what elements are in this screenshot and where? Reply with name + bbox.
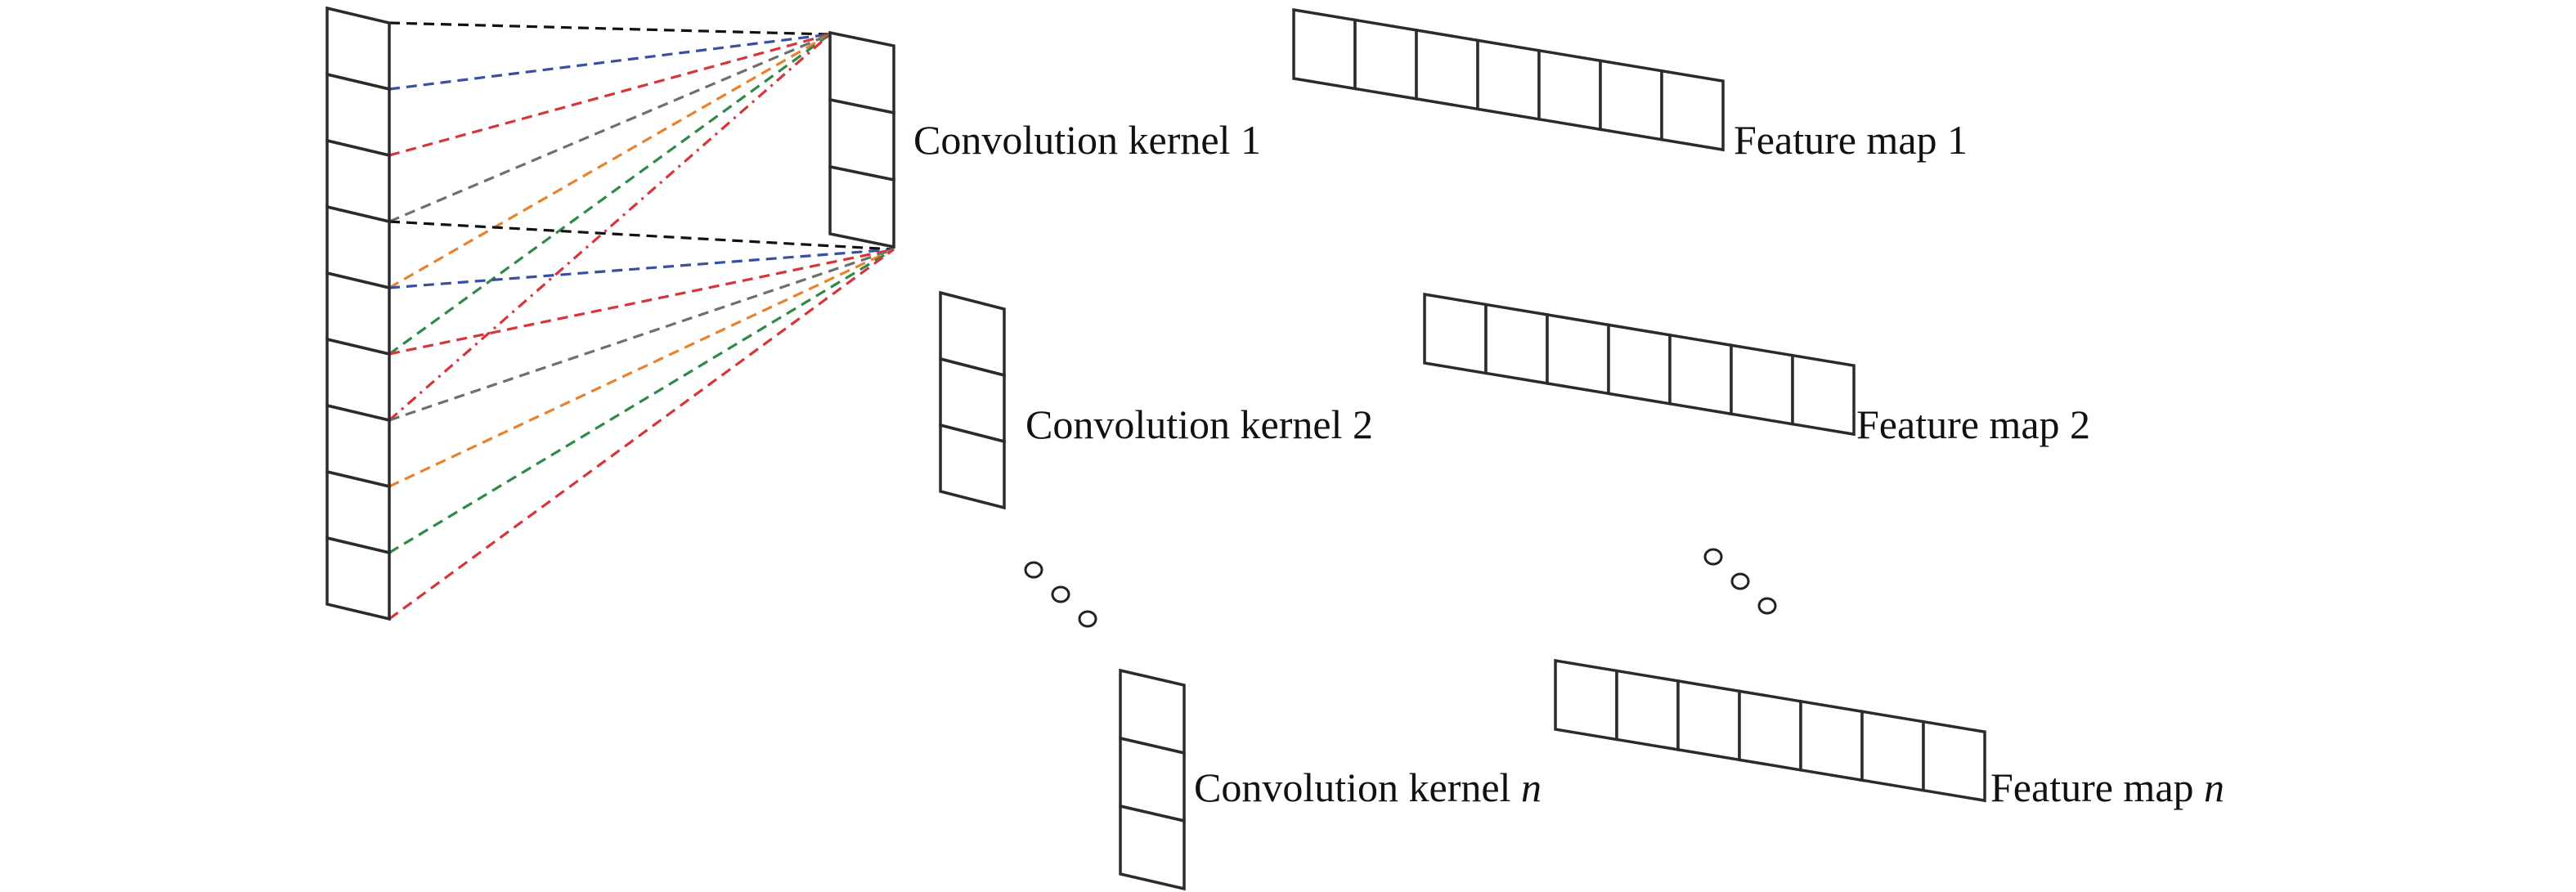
feature-map-cell (1554, 658, 1618, 742)
feature-map-cell (1476, 38, 1541, 121)
ellipsis-dot (1730, 572, 1750, 590)
connection-line (388, 248, 895, 488)
connection-line (388, 33, 832, 422)
feature-map-cell (1415, 28, 1479, 111)
feature-map-cell (1546, 312, 1610, 396)
kernel-1-label: Convolution kernel 1 (913, 117, 1261, 163)
connection-line (388, 248, 895, 356)
kernel-cell (828, 164, 895, 249)
feature-map-cell (1607, 323, 1672, 406)
connection-line (388, 220, 895, 251)
feature-map-cell (1668, 333, 1733, 416)
convolution-kernel-2 (939, 290, 1006, 510)
kernel-cell (939, 423, 1006, 510)
feature-map-cell (1799, 699, 1864, 782)
feature-map-ellipsis (1703, 548, 1777, 615)
convolution-kernel-n (1119, 668, 1186, 891)
feature-map-cell (1738, 689, 1802, 772)
connection-lines-kernel-1-bottom (388, 220, 895, 621)
convolution-kernel-1 (828, 30, 895, 249)
feature-map-2 (1423, 292, 1856, 437)
feature-map-cell (1860, 710, 1925, 792)
connection-line (388, 33, 831, 91)
feature-map-cell (1292, 7, 1357, 91)
connection-lines-kernel-1-top (388, 21, 832, 422)
connection-line (388, 248, 895, 289)
kernel-2-label: Convolution kernel 2 (1025, 401, 1373, 447)
feature-map-cell (1791, 353, 1856, 437)
feature-map-1-label: Feature map 1 (1734, 117, 1968, 163)
feature-map-cell (1615, 669, 1680, 751)
feature-map-cell (1730, 343, 1794, 426)
kernel-ellipsis (1024, 561, 1097, 628)
kernel-n-label: Convolution kernel n (1194, 764, 1542, 810)
ellipsis-dot (1703, 548, 1723, 566)
connection-line (388, 33, 831, 356)
feature-map-cell (1660, 69, 1725, 152)
feature-map-cell (1353, 18, 1418, 101)
feature-map-2-label: Feature map 2 (1856, 401, 2090, 447)
connection-line (388, 248, 895, 554)
connection-line (388, 248, 895, 621)
feature-map-cell (1922, 719, 1986, 803)
connection-line (388, 33, 831, 289)
feature-map-cell (1537, 48, 1602, 132)
connection-line (388, 21, 831, 36)
feature-map-cell (1423, 292, 1488, 375)
input-cell (325, 536, 391, 621)
kernel-cell (1119, 804, 1186, 891)
input-column (325, 6, 391, 621)
feature-map-cell (1484, 303, 1549, 385)
ellipsis-dot (1757, 597, 1777, 615)
ellipsis-dot (1078, 610, 1097, 628)
connection-line (388, 248, 895, 422)
feature-map-1 (1292, 7, 1725, 152)
feature-map-n (1554, 658, 1986, 803)
feature-map-n-label: Feature map n (1990, 764, 2224, 810)
feature-map-cell (1676, 679, 1741, 762)
ellipsis-dot (1051, 585, 1070, 603)
connection-line (388, 33, 831, 157)
feature-map-cell (1599, 59, 1663, 141)
connection-line (388, 33, 831, 223)
ellipsis-dot (1024, 561, 1043, 579)
